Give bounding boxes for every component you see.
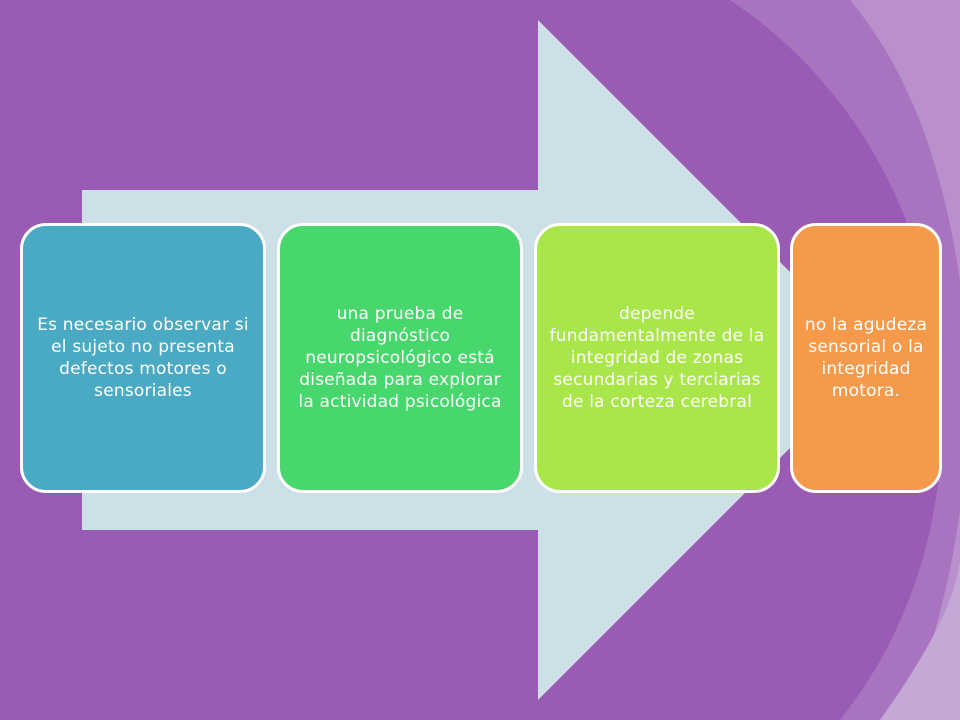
step-box-4: no la agudeza sensorial o la integridad …	[790, 223, 942, 493]
step-text-1: Es necesario observar si el sujeto no pr…	[37, 315, 249, 401]
step-text-3: depende fundamentalmente de la integrida…	[549, 304, 765, 412]
step-box-2: una prueba de diagnóstico neuropsicológi…	[277, 223, 523, 493]
step-text-4: no la agudeza sensorial o la integridad …	[804, 315, 928, 401]
decorative-swirl-pale	[880, 560, 960, 720]
step-box-3: depende fundamentalmente de la integrida…	[534, 223, 780, 493]
decorative-swirl-outer	[730, 0, 960, 720]
step-box-1: Es necesario observar si el sujeto no pr…	[20, 223, 266, 493]
step-text-2: una prueba de diagnóstico neuropsicológi…	[298, 304, 502, 412]
